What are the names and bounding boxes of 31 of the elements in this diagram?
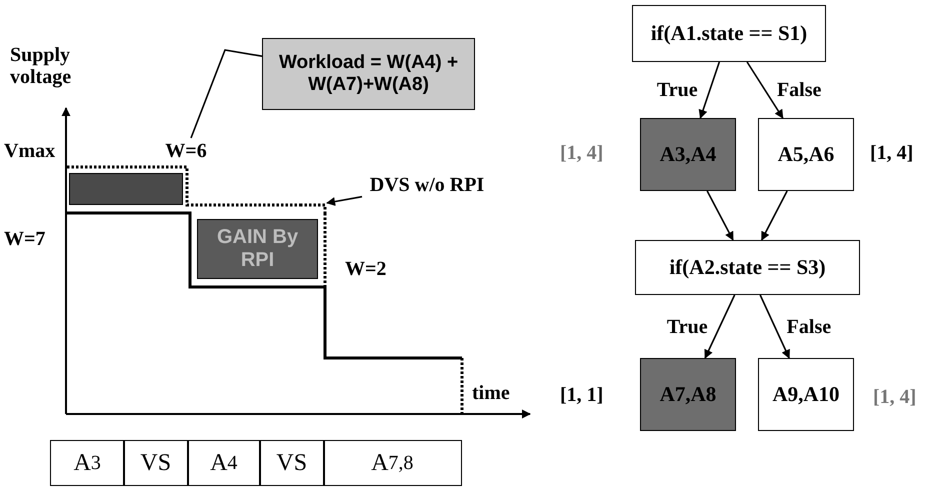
level-label: Vmax	[4, 140, 56, 162]
workload-label: W=6	[156, 138, 216, 164]
task-bar	[69, 173, 183, 205]
arrow	[746, 62, 784, 119]
dotted-line-corner	[300, 204, 326, 213]
arrow	[706, 190, 734, 241]
curve-label: DVS w/o RPI	[362, 172, 492, 198]
leader-line	[190, 49, 262, 138]
range-label: [1, 4]	[560, 142, 604, 164]
task-box: A7,A8	[640, 358, 736, 431]
range-label: [1, 4]	[870, 142, 914, 164]
formula-box: Workload = W(A4) + W(A7)+W(A8)	[262, 38, 475, 110]
range-label: [1, 1]	[560, 384, 604, 406]
condition-box: if(A2.state == S3)	[635, 240, 860, 295]
gain-box: GAIN By RPI	[197, 219, 318, 279]
arrow	[760, 190, 788, 241]
arrow	[704, 294, 736, 359]
workload-label: W=7	[4, 228, 46, 250]
range-label: [1, 4]	[873, 386, 916, 408]
arrow	[698, 62, 720, 119]
arrow	[759, 294, 790, 359]
task-box: A9,A10	[758, 358, 854, 431]
task-box: A5,A6	[758, 118, 854, 191]
timeline-segment: VS	[259, 440, 324, 486]
timeline-segment: VS	[123, 440, 188, 486]
condition-box: if(A1.state == S1)	[632, 5, 826, 62]
task-box: A3,A4	[640, 118, 736, 191]
axis-label: Supply voltage	[10, 44, 72, 88]
axis-label: time	[472, 382, 510, 404]
workload-label: W=2	[345, 258, 386, 280]
arrow	[326, 196, 362, 206]
